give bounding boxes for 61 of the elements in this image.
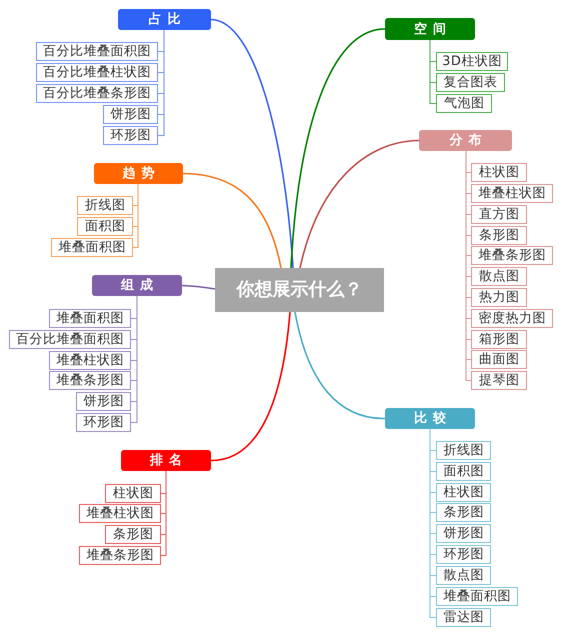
chart-type-box: 复合图表 bbox=[436, 73, 505, 92]
branch-curve bbox=[294, 312, 386, 420]
category-box: 占比 bbox=[118, 9, 211, 30]
category-box: 分布 bbox=[419, 130, 512, 151]
branch-curve bbox=[182, 284, 216, 290]
chart-type-box: 面积图 bbox=[77, 217, 133, 236]
chart-type-box: 提琴图 bbox=[471, 371, 527, 390]
chart-type-box: 密度热力图 bbox=[471, 309, 553, 328]
chart-type-box: 环形图 bbox=[103, 126, 158, 145]
chart-type-box: 百分比堆叠条形图 bbox=[36, 84, 158, 103]
chart-type-box: 热力图 bbox=[471, 288, 527, 307]
chart-type-box: 百分比堆叠面积图 bbox=[36, 42, 158, 61]
connector-line bbox=[158, 30, 164, 136]
branch-curve bbox=[210, 312, 291, 462]
chart-type-box: 折线图 bbox=[77, 196, 133, 215]
chart-type-box: 条形图 bbox=[471, 226, 527, 245]
chart-type-box: 堆叠面积图 bbox=[51, 238, 133, 257]
chart-type-box: 3D柱状图 bbox=[436, 52, 508, 71]
chart-type-box: 堆叠柱状图 bbox=[49, 351, 131, 370]
category-box: 比较 bbox=[385, 408, 475, 429]
category-box: 空间 bbox=[385, 18, 475, 40]
chart-type-box: 环形图 bbox=[436, 545, 491, 564]
chart-type-box: 堆叠柱状图 bbox=[471, 184, 553, 203]
branch-curve bbox=[182, 172, 282, 268]
chart-type-box: 柱状图 bbox=[436, 483, 491, 502]
chart-type-box: 折线图 bbox=[436, 441, 491, 460]
chart-type-box: 雷达图 bbox=[436, 608, 491, 627]
chart-type-box: 堆叠条形图 bbox=[79, 546, 161, 565]
connector-line bbox=[130, 296, 138, 423]
connector-line bbox=[132, 184, 138, 248]
branch-curve bbox=[210, 18, 294, 268]
category-box: 排名 bbox=[121, 450, 211, 471]
chart-type-box: 百分比堆叠面积图 bbox=[9, 330, 131, 349]
chart-type-box: 堆叠面积图 bbox=[49, 309, 131, 328]
category-box: 趋势 bbox=[94, 163, 183, 184]
chart-type-box: 气泡图 bbox=[436, 94, 492, 113]
chart-type-box: 箱形图 bbox=[471, 330, 527, 349]
branch-curve bbox=[290, 28, 386, 268]
chart-type-box: 散点图 bbox=[436, 566, 491, 585]
chart-type-box: 堆叠柱状图 bbox=[79, 504, 161, 523]
chart-type-box: 条形图 bbox=[105, 525, 161, 544]
chart-type-box: 饼形图 bbox=[76, 392, 131, 411]
chart-type-box: 柱状图 bbox=[105, 484, 161, 503]
chart-type-box: 面积图 bbox=[436, 462, 491, 481]
chart-type-box: 环形图 bbox=[76, 413, 131, 432]
branch-curve bbox=[299, 140, 420, 268]
chart-type-box: 堆叠面积图 bbox=[436, 587, 518, 606]
chart-type-box: 堆叠条形图 bbox=[49, 371, 131, 390]
chart-type-box: 散点图 bbox=[471, 267, 527, 286]
chart-type-box: 曲面图 bbox=[471, 350, 527, 369]
chart-type-box: 堆叠条形图 bbox=[471, 246, 553, 265]
chart-type-box: 直方图 bbox=[471, 205, 527, 224]
chart-type-box: 饼形图 bbox=[103, 105, 158, 124]
chart-type-box: 百分比堆叠柱状图 bbox=[36, 63, 158, 82]
connector-line bbox=[430, 40, 436, 104]
chart-type-box: 柱状图 bbox=[471, 163, 527, 182]
central-topic-box: 你想展示什么？ bbox=[215, 268, 384, 312]
chart-type-box: 条形图 bbox=[436, 503, 491, 522]
category-box: 组成 bbox=[92, 275, 182, 296]
chart-type-box: 饼形图 bbox=[436, 524, 491, 543]
connector-line bbox=[160, 470, 166, 556]
